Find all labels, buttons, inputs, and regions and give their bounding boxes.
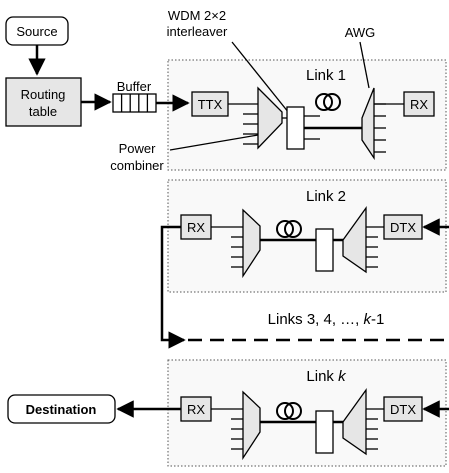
link-1-rx-label: RX <box>410 97 428 112</box>
links-3-title-k: k <box>364 311 373 328</box>
link-k-title: Link k <box>306 368 347 385</box>
links-3-title-prefix: Links 3, 4, …, <box>268 311 364 328</box>
link-k-rx-label: RX <box>187 402 205 417</box>
link-2-awg-rx-ports <box>231 236 243 268</box>
link-2-awg-rx <box>242 208 261 279</box>
routing-table-box <box>5 77 82 127</box>
links-3-to-k-minus-1-title: Links 3, 4, …, k-1 <box>268 311 385 328</box>
link-2-combiner-tx <box>342 205 367 274</box>
link-k-awg-rx <box>242 390 261 461</box>
power-combiner-label-line2: combiner <box>110 158 164 173</box>
link-1-fiber-spool-icon <box>315 93 341 111</box>
link-2-wdm-interleaver <box>315 228 334 272</box>
link-k-combiner-tx-ports <box>366 418 378 450</box>
link-k-title-k: k <box>338 368 347 385</box>
power-combiner-label-line1: Power <box>119 141 157 156</box>
link-1-rx-box <box>403 91 435 117</box>
power-combiner-pointer <box>169 134 259 151</box>
link-2-rx-label: RX <box>187 220 205 235</box>
destination-box <box>7 394 116 424</box>
link-1-wdm-interleaver <box>286 106 305 150</box>
link-1-power-combiner <box>257 86 283 150</box>
link-2-fiber-spool-icon <box>276 220 302 238</box>
link-1-combiner-ports <box>243 113 258 145</box>
link-1-ttx-box <box>191 91 229 117</box>
wdm-interleaver-label-line2: interleaver <box>167 24 228 39</box>
link-2-dtx-box <box>383 214 423 240</box>
destination-label: Destination <box>26 402 97 417</box>
link-k-title-prefix: Link <box>306 368 338 385</box>
wdm-interleaver-label-line1: WDM 2×2 <box>168 8 226 23</box>
buffer-label: Buffer <box>117 79 152 94</box>
awg-pointer <box>359 41 370 89</box>
link-k-fiber-spool-icon <box>276 402 302 420</box>
link-k-combiner-tx <box>342 387 367 456</box>
routing-table-label-line1: Routing <box>21 87 66 102</box>
links-3-title-suffix: -1 <box>371 311 384 328</box>
link-2-dtx-label: DTX <box>390 220 416 235</box>
link-k-dtx-box <box>383 396 423 422</box>
awg-label: AWG <box>345 25 376 40</box>
link-2-combiner-tx-ports <box>366 236 378 268</box>
wdm-pointer <box>231 41 294 119</box>
buffer-queue <box>112 93 157 113</box>
link-1-awg <box>361 87 375 161</box>
routing-table-label-line2: table <box>29 104 57 119</box>
source-label: Source <box>16 24 57 39</box>
link-k-wdm-interleaver <box>315 410 334 454</box>
link-k-dtx-label: DTX <box>390 402 416 417</box>
link-2-to-link-3-route <box>160 225 186 349</box>
link-1-ttx-label: TTX <box>198 97 223 112</box>
link-1-title: Link 1 <box>306 67 346 84</box>
link-2-title: Link 2 <box>306 188 346 205</box>
link-k-awg-rx-ports <box>231 418 243 450</box>
